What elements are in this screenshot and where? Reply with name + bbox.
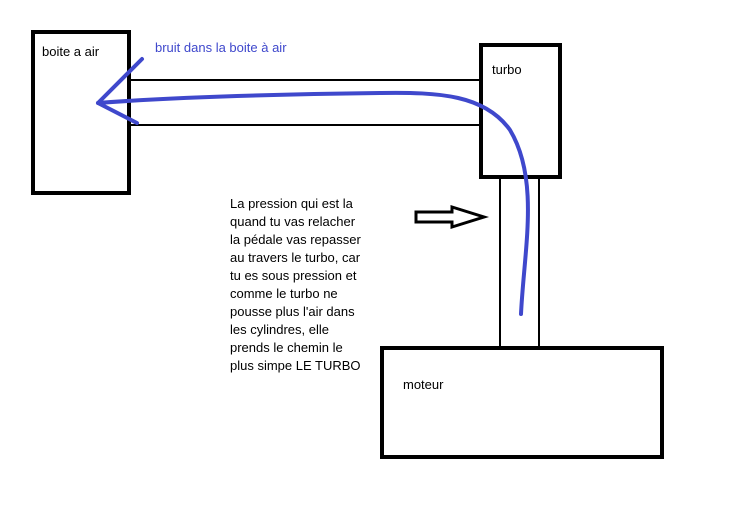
intake-pipe — [129, 79, 481, 126]
outline-right-arrow-icon — [414, 204, 490, 230]
turbo-box — [479, 43, 562, 179]
turbo-engine-pipe — [499, 177, 540, 348]
engine-label: moteur — [403, 377, 444, 392]
air-box-label: boite a air — [42, 44, 100, 59]
explanation-text: La pression qui est la quand tu vas rela… — [230, 196, 361, 373]
air-box — [31, 30, 131, 195]
engine-box — [380, 346, 664, 459]
curved-flow-arrow-icon — [96, 57, 530, 316]
noise-label: bruit dans la boite à air — [155, 40, 287, 55]
turbo-label: turbo — [492, 62, 522, 77]
